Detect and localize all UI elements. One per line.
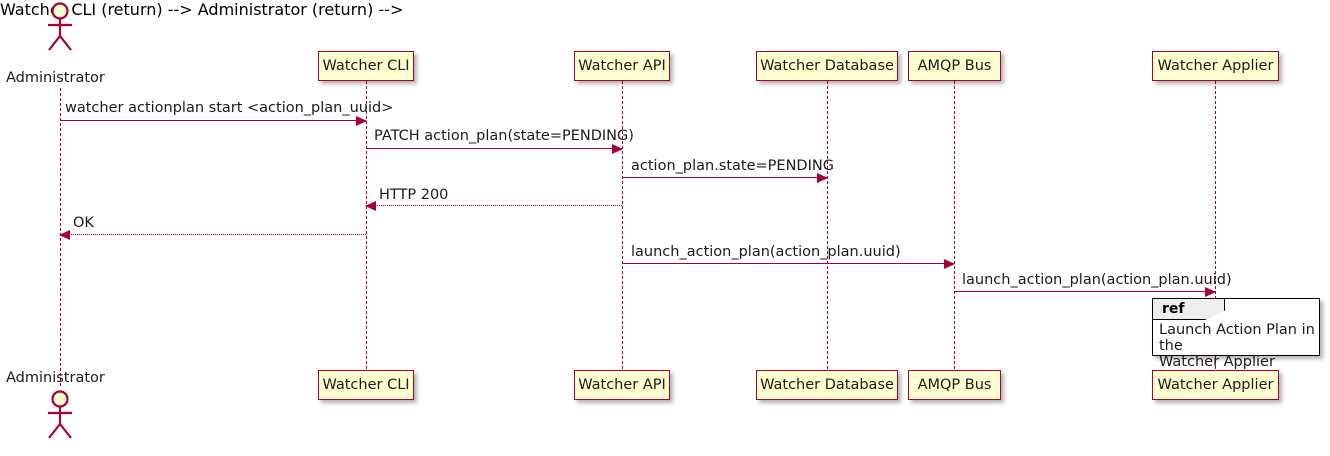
lifeline-watcher-database (827, 81, 828, 369)
message-arrow-watcher-actionplan-start (60, 116, 367, 126)
message-label-launch-action-plan-api-to-bus: launch_action_plan(action_plan.uuid) (631, 244, 901, 260)
participant-box-watcher-cli-bottom[interactable]: Watcher CLI (318, 370, 414, 400)
participant-label: Watcher API (578, 57, 666, 74)
participant-box-watcher-database-bottom[interactable]: Watcher Database (756, 370, 898, 400)
actor-label-administrator-top: Administrator (6, 70, 105, 86)
message-arrow-patch-action-plan (366, 144, 623, 154)
ref-fragment-body: Launch Action Plan in the Watcher Applie… (1159, 322, 1315, 370)
participant-box-amqp-bus-top[interactable]: AMQP Bus (908, 51, 1001, 81)
ref-fragment-tab: ref (1153, 299, 1225, 320)
message-label-action-plan-state-pending: action_plan.state=PENDING (631, 158, 834, 174)
message-label-launch-action-plan-bus-to-applier: launch_action_plan(action_plan.uuid) (962, 272, 1232, 288)
participant-label: AMQP Bus (917, 376, 992, 393)
participant-box-watcher-applier-top[interactable]: Watcher Applier (1152, 51, 1279, 81)
message-label-http-200: HTTP 200 (379, 187, 449, 203)
message-arrow-launch-action-plan-bus-to-applier (954, 287, 1216, 297)
arrowhead-left-icon (365, 201, 376, 211)
participant-label: AMQP Bus (917, 57, 992, 74)
actor-stick-figure-icon (48, 390, 72, 439)
participant-box-watcher-cli-top[interactable]: Watcher CLI (318, 51, 414, 81)
participant-label: Watcher Database (760, 57, 894, 74)
arrowhead-right-icon (817, 173, 828, 183)
arrowhead-right-icon (612, 144, 623, 154)
ref-fragment-launch-action-plan: ref Launch Action Plan in the Watcher Ap… (1152, 298, 1320, 370)
ref-fragment-tab-label: ref (1162, 301, 1185, 317)
arrowhead-left-icon (59, 230, 70, 240)
participant-box-watcher-api-top[interactable]: Watcher API (574, 51, 670, 81)
actor-stick-figure-icon (48, 2, 72, 51)
arrowhead-right-icon (356, 116, 367, 126)
lifeline-amqp-bus (954, 81, 955, 369)
actor-administrator-top (40, 2, 80, 54)
participant-label: Watcher API (578, 376, 666, 393)
participant-label: Watcher CLI (322, 376, 410, 393)
message-label-ok: OK (73, 215, 94, 231)
lifeline-watcher-api (622, 81, 623, 369)
participant-label: Watcher Applier (1157, 376, 1274, 393)
lifeline-watcher-applier (1215, 81, 1216, 369)
message-arrow-action-plan-state-pending (622, 173, 828, 183)
actor-label-administrator-bottom: Administrator (6, 370, 105, 386)
participant-label: Watcher Applier (1157, 57, 1274, 74)
participant-label: Watcher CLI (322, 57, 410, 74)
actor-administrator-bottom (40, 390, 80, 442)
message-arrow-http-200 (365, 201, 622, 211)
participant-box-watcher-applier-bottom[interactable]: Watcher Applier (1152, 370, 1279, 400)
message-arrow-ok (59, 230, 366, 240)
participant-label: Watcher Database (760, 376, 894, 393)
arrowhead-right-icon (944, 259, 955, 269)
message-label-watcher-actionplan-start: watcher actionplan start <action_plan_uu… (65, 100, 394, 116)
participant-box-watcher-database-top[interactable]: Watcher Database (756, 51, 898, 81)
message-arrow-launch-action-plan-api-to-bus (622, 259, 955, 269)
lifeline-watcher-cli (366, 81, 367, 369)
message-label-patch-action-plan: PATCH action_plan(state=PENDING) (374, 128, 634, 144)
arrowhead-right-icon (1205, 287, 1216, 297)
participant-box-amqp-bus-bottom[interactable]: AMQP Bus (908, 370, 1001, 400)
participant-box-watcher-api-bottom[interactable]: Watcher API (574, 370, 670, 400)
